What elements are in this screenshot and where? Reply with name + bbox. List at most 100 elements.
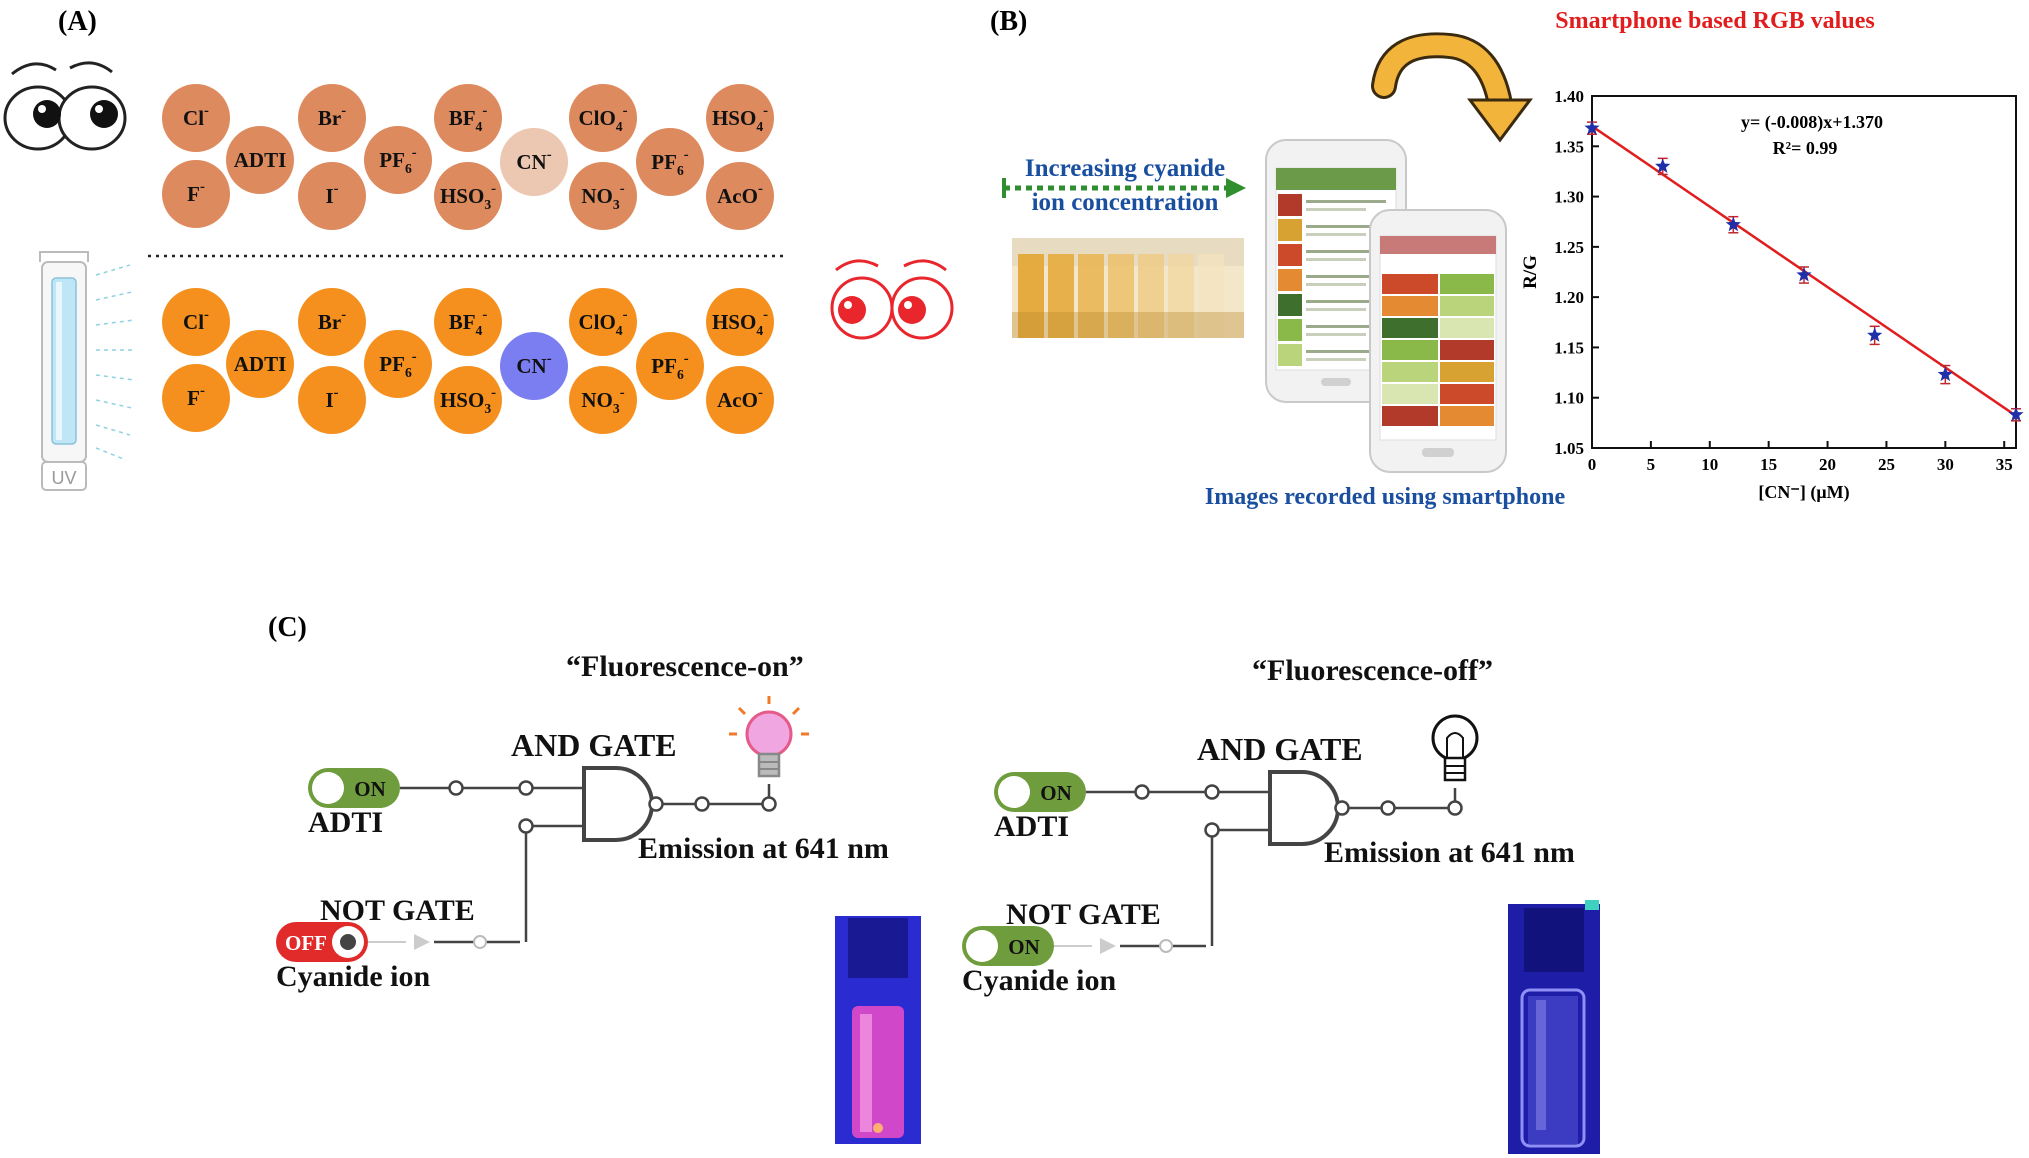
fluorescence-title: “Fluorescence-on” (566, 650, 804, 683)
fit-equation: y= (-0.008)x+1.370 (1741, 112, 1883, 133)
arrow-text-line-2: ion concentration (1032, 189, 1219, 216)
and-gate-icon (1268, 770, 1340, 846)
ion-circle-aco (706, 366, 774, 434)
red-eyes-icon (830, 259, 954, 340)
adti-label: ADTI (308, 806, 383, 839)
ion-label: HSO3- (440, 181, 496, 212)
circuit-fluorescence-off: “Fluorescence-off”AND GATEONADTIEmission… (962, 654, 1575, 997)
data-point (2008, 406, 2024, 422)
smartphone-front-icon (1369, 209, 1507, 473)
data-point (1584, 120, 1600, 135)
adti-switch[interactable]: ON (994, 772, 1086, 812)
ion-circle-f (162, 364, 230, 432)
ion-label: PF6- (379, 349, 416, 380)
ion-label: I- (325, 181, 338, 208)
panel-label-b: (B) (990, 6, 1027, 37)
y-tick-label: 1.30 (1554, 188, 1584, 207)
ion-label: Br- (318, 307, 346, 334)
chart-title: Smartphone based RGB values (1555, 8, 1874, 34)
ion-circle-cl (162, 84, 230, 152)
ion-circle-adti (226, 330, 294, 398)
ion-circle-pf (636, 128, 704, 196)
y-tick-label: 1.15 (1554, 338, 1584, 357)
circuit-node (518, 780, 534, 796)
switch-label: OFF (285, 931, 327, 955)
ion-circle-pf (364, 330, 432, 398)
x-tick-label: 5 (1647, 455, 1656, 474)
and-gate-label: AND GATE (511, 727, 677, 763)
ion-circle-bf (434, 84, 502, 152)
circuit-node (518, 818, 534, 834)
ion-label: F- (187, 383, 205, 410)
circuit-node (1134, 784, 1150, 800)
ion-label: Cl- (183, 307, 209, 334)
circuit-fluorescence-on: “Fluorescence-on” AND GATE ON ADTI Emission … (276, 650, 889, 993)
ion-circle-aco (706, 162, 774, 230)
cyanide-switch[interactable]: ON (962, 926, 1054, 966)
circuit-node (761, 796, 777, 812)
panel-label-a: (A) (58, 6, 97, 37)
circuit-node (1334, 800, 1350, 816)
data-point (1725, 216, 1741, 232)
ion-label: CN- (516, 147, 551, 174)
ion-label: BF4- (449, 307, 488, 338)
not-gate-icon (1100, 938, 1116, 954)
ion-row-ambient: Cl-F-ADTIBr-I-PF6-BF4-HSO3-CN-ClO4-NO3-P… (162, 84, 774, 230)
and-gate-label: AND GATE (1197, 731, 1363, 767)
adti-label: ADTI (994, 810, 1069, 843)
ion-circle-clo (569, 84, 637, 152)
x-tick-label: 25 (1878, 455, 1895, 474)
data-point (1796, 267, 1812, 282)
circuit-node (1204, 822, 1220, 838)
ion-circle-cl (162, 288, 230, 356)
emission-label: Emission at 641 nm (1324, 836, 1575, 869)
ion-label: PF6- (651, 147, 688, 178)
plot-frame (1591, 95, 2017, 449)
ion-circle-pf (364, 126, 432, 194)
y-tick-label: 1.35 (1554, 137, 1584, 156)
ion-label: HSO4- (712, 307, 768, 338)
circuit-node (1447, 800, 1463, 816)
y-tick-label: 1.20 (1554, 288, 1584, 307)
y-tick-label: 1.10 (1554, 389, 1584, 408)
ion-label: I- (325, 385, 338, 412)
ion-label: HSO3- (440, 385, 496, 416)
ion-circle-no (569, 162, 637, 230)
ion-label: ADTI (234, 148, 287, 172)
smartphone-back-icon (1265, 139, 1407, 403)
switch-label: ON (354, 777, 386, 801)
vials-photo (1012, 238, 1244, 338)
x-tick-label: 20 (1819, 455, 1836, 474)
ion-label: NO3- (581, 385, 624, 416)
panel-b: Increasing cyanide ion concentration (1002, 8, 2024, 510)
ion-circle-hso (434, 162, 502, 230)
ion-circle-pf (636, 332, 704, 400)
adti-switch[interactable]: ON (308, 768, 400, 808)
ion-circle-cn (500, 332, 568, 400)
ion-row-uv: Cl-F-ADTIBr-I-PF6-BF4-HSO3-CN-ClO4-NO3-P… (162, 288, 774, 434)
data-point (1867, 327, 1883, 342)
vial-photo-on (835, 916, 921, 1144)
ion-label: Cl- (183, 103, 209, 130)
circuit-node (448, 780, 464, 796)
ion-label: ADTI (234, 352, 287, 376)
arrow-text-line-1: Increasing cyanide (1025, 155, 1225, 182)
not-gate-label: NOT GATE (1006, 898, 1161, 931)
panel-c: “Fluorescence-on”AND GATEONADTIEmission … (276, 650, 1600, 1154)
x-tick-label: 10 (1701, 455, 1718, 474)
emission-label: Emission at 641 nm (638, 832, 889, 865)
lit-bulb-icon (729, 696, 809, 778)
increasing-concentration-arrow (1002, 178, 1246, 198)
circuit-node (694, 796, 710, 812)
ion-circle-bf (434, 288, 502, 356)
data-point (1655, 158, 1671, 173)
cyanide-switch[interactable]: OFF (276, 922, 368, 962)
ion-circle-hso (706, 84, 774, 152)
uv-label: UV (51, 468, 76, 488)
ion-label: BF4- (449, 103, 488, 134)
x-axis-label: [CN⁻] (μM) (1758, 482, 1849, 503)
ion-circle-hso (706, 288, 774, 356)
